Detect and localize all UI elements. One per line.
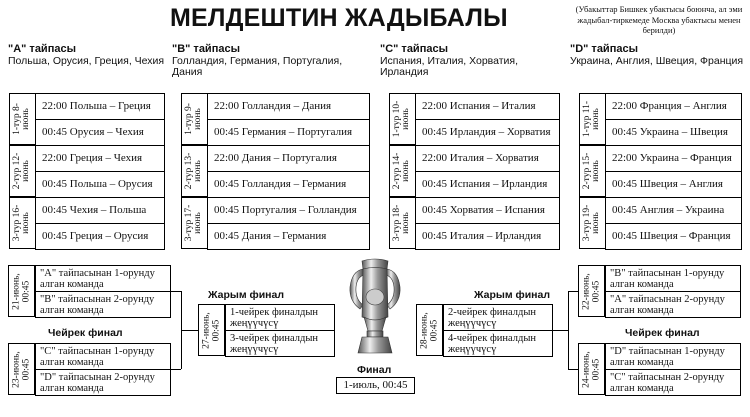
playoff-team-slot: "С" тайпасынан 1-орунду алган команда <box>35 343 171 370</box>
playoff-date-cell <box>8 343 35 395</box>
group-title: "А" тайпасы <box>8 43 76 55</box>
match-row: 00:45 Англия – Украина <box>605 197 742 224</box>
round-date: 1-тур 9-июнь <box>183 103 204 135</box>
match-row: 00:45 Чехия – Польша <box>35 197 165 224</box>
bracket-connector <box>171 291 181 292</box>
round-date: 1-тур 11-июнь <box>581 100 602 138</box>
playoff-date-cell <box>198 304 225 356</box>
playoff-team-slot: 4-чейрек финалдын жеңүүчүсү <box>443 330 553 357</box>
left-semi-label: Жарым финал <box>208 289 285 301</box>
bracket-connector <box>181 330 198 331</box>
match-row: 22:00 Испания – Италия <box>415 93 560 120</box>
round-date-cell <box>181 145 208 197</box>
playoff-date: 27-июнь, 00:45 <box>201 311 221 349</box>
playoff-team-slot: "D" тайпасынан 1-орунду алган команда <box>605 343 741 370</box>
round-date: 1-тур 10-июнь <box>391 100 412 138</box>
round-date: 2-тур 14-июнь <box>391 152 412 190</box>
match-row: 00:45 Швеция – Англия <box>605 171 742 198</box>
playoff-team-slot: 1-чейрек финалдын жеңүүчүсү <box>225 304 335 331</box>
final-date-box: 1-июль, 00:45 <box>336 377 415 394</box>
bracket-connector <box>568 291 569 369</box>
match-row: 22:00 Дания – Португалия <box>207 145 370 172</box>
round-date: 3-тур 16-июнь <box>11 204 32 242</box>
group-teams: Украина, Англия, Швеция, Франция <box>570 54 744 67</box>
round-date: 3-тур 19-июнь <box>581 204 602 242</box>
round-date-cell <box>579 145 606 197</box>
round-date: 2-тур 12-июнь <box>11 152 32 190</box>
round-date: 2-тур 15-июнь <box>581 152 602 190</box>
playoff-team-slot: "С" тайпасынан 2-орунду алган команда <box>605 369 741 396</box>
match-row: 00:45 Голландия – Германия <box>207 171 370 198</box>
bracket-connector <box>568 369 578 370</box>
match-row: 00:45 Орусия – Чехия <box>35 119 165 146</box>
playoff-date: 24-июнь, 00:45 <box>581 350 601 388</box>
group-teams: Голландия, Германия, Португалия, Дания <box>172 54 343 78</box>
bracket-connector <box>568 291 578 292</box>
time-note: (Убакыттар Бишкек убактысы боюнча, ал эм… <box>575 4 743 35</box>
bracket-connector <box>171 369 181 370</box>
playoff-team-slot: "В" тайпасынан 2-орунду алган команда <box>35 291 171 318</box>
right-semi-label: Жарым финал <box>474 289 551 301</box>
round-date-cell <box>579 93 606 145</box>
match-row: 00:45 Италия – Ирландия <box>415 223 560 250</box>
final-label: Финал <box>357 364 392 376</box>
round-date: 1-тур 8-июнь <box>11 103 32 135</box>
match-row: 22:00 Италия – Хорватия <box>415 145 560 172</box>
match-row: 00:45 Дания – Германия <box>207 223 370 250</box>
match-row: 00:45 Хорватия – Испания <box>415 197 560 224</box>
match-row: 00:45 Испания – Ирландия <box>415 171 560 198</box>
match-row: 22:00 Греция – Чехия <box>35 145 165 172</box>
playoff-team-slot: "D" тайпасынан 2-орунду алган команда <box>35 369 171 396</box>
round-date: 3-тур 18-июнь <box>391 204 412 242</box>
playoff-date-cell <box>416 304 443 356</box>
playoff-team-slot: "А" тайпасынан 2-орунду алган команда <box>605 291 741 318</box>
round-date-cell <box>181 197 208 249</box>
playoff-date-cell <box>578 343 605 395</box>
playoff-team-slot: "А" тайпасынан 1-орунду алган команда <box>35 265 171 292</box>
playoff-date-cell <box>8 265 35 317</box>
match-row: 00:45 Ирландия – Хорватия <box>415 119 560 146</box>
group-title: "С" тайпасы <box>380 43 448 55</box>
match-row: 00:45 Португалия – Голландия <box>207 197 370 224</box>
playoff-team-slot: 3-чейрек финалдын жеңүүчүсү <box>225 330 335 357</box>
round-date: 3-тур 17-июнь <box>183 204 204 242</box>
round-date-cell <box>9 197 36 249</box>
match-row: 22:00 Голландия – Дания <box>207 93 370 120</box>
match-row: 00:45 Греция – Орусия <box>35 223 165 250</box>
trophy-icon <box>349 258 401 354</box>
playoff-team-slot: "В" тайпасынан 1-орунду алган команда <box>605 265 741 292</box>
left-quarter-label: Чейрек финал <box>48 327 123 339</box>
round-date: 2-тур 13-июнь <box>183 152 204 190</box>
match-row: 00:45 Швеция – Франция <box>605 223 742 250</box>
page-title: МЕЛДЕШТИН ЖАДЫБАЛЫ <box>170 4 508 32</box>
playoff-date: 28-июнь, 00:45 <box>419 311 439 349</box>
group-teams: Испания, Италия, Хорватия, Ирландия <box>380 54 519 78</box>
match-row: 22:00 Франция – Англия <box>605 93 742 120</box>
bracket-connector <box>553 330 568 331</box>
group-title: "D" тайпасы <box>570 43 638 55</box>
match-row: 00:45 Украина – Швеция <box>605 119 742 146</box>
playoff-date: 22-июнь, 00:45 <box>581 272 601 310</box>
match-row: 22:00 Польша – Греция <box>35 93 165 120</box>
match-row: 22:00 Украина – Франция <box>605 145 742 172</box>
match-row: 00:45 Польша – Орусия <box>35 171 165 198</box>
playoff-team-slot: 2-чейрек финалдын жеңүүчүсү <box>443 304 553 331</box>
playoff-date: 23-июнь, 00:45 <box>11 350 31 388</box>
right-quarter-label: Чейрек финал <box>625 327 700 339</box>
playoff-date: 21-июнь, 00:45 <box>11 272 31 310</box>
round-date-cell <box>389 145 416 197</box>
group-title: "В" тайпасы <box>172 43 240 55</box>
group-teams: Польша, Орусия, Греция, Чехия <box>8 54 165 67</box>
playoff-date-cell <box>578 265 605 317</box>
match-row: 00:45 Германия – Португалия <box>207 119 370 146</box>
